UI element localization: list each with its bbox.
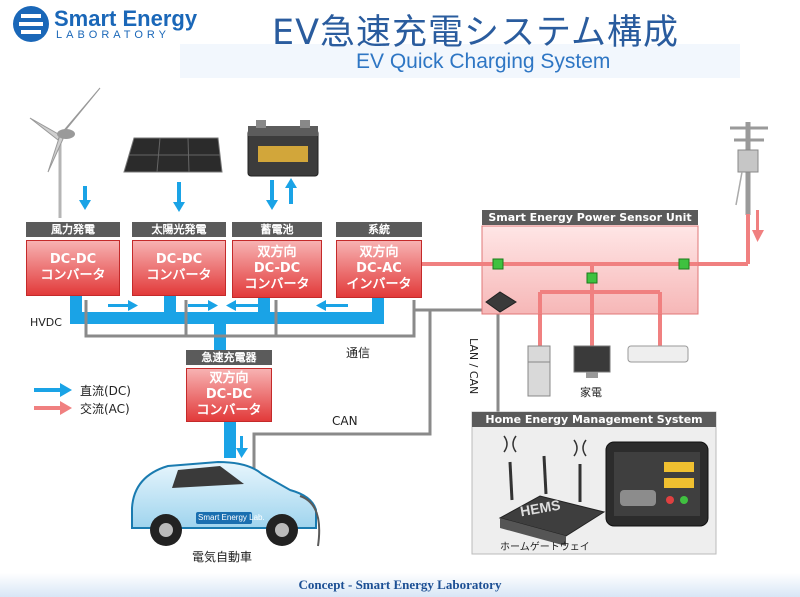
source-wind: 風力発電 DC-DC コンバータ bbox=[26, 222, 120, 296]
appliance-icons bbox=[527, 345, 689, 397]
converter-line3: インバータ bbox=[346, 277, 412, 292]
converter-box: DC-DC コンバータ bbox=[26, 240, 120, 296]
page-title: EV急速充電システム構成 bbox=[272, 13, 680, 53]
converter-box: DC-DC コンバータ bbox=[132, 240, 226, 296]
battery-icon bbox=[247, 120, 319, 177]
appliances-label: 家電 bbox=[580, 386, 602, 399]
charger-line2: DC-DC bbox=[205, 387, 253, 402]
dc-source-arrows bbox=[79, 178, 297, 212]
converter-line1: 双方向 bbox=[257, 245, 297, 260]
source-header: 風力発電 bbox=[26, 222, 120, 237]
charger-line3: コンバータ bbox=[196, 403, 262, 418]
router-icon bbox=[498, 435, 606, 546]
bus-arrows bbox=[108, 300, 348, 458]
sensor-hub-icon bbox=[485, 291, 517, 313]
comm-label: 通信 bbox=[346, 346, 371, 360]
converter-line3: コンバータ bbox=[244, 277, 310, 292]
converter-line2: DC-AC bbox=[356, 261, 402, 276]
source-battery: 蓄電池 双方向 DC-DC コンバータ bbox=[232, 222, 322, 298]
legend-ac-arrow bbox=[34, 401, 72, 415]
source-header: 蓄電池 bbox=[232, 222, 322, 237]
converter-line1: 双方向 bbox=[359, 245, 399, 260]
converter-box: 双方向 DC-AC インバータ bbox=[336, 240, 422, 298]
hvdc-bus bbox=[70, 292, 384, 458]
converter-line1: DC-DC bbox=[49, 252, 97, 267]
hems-title: Home Energy Management System bbox=[472, 412, 716, 427]
converter-line2: コンバータ bbox=[40, 268, 106, 283]
converter-line2: コンバータ bbox=[146, 268, 212, 283]
ev-label: 電気自動車 bbox=[192, 550, 253, 564]
charger-header: 急速充電器 bbox=[186, 350, 272, 365]
page-subtitle: EV Quick Charging System bbox=[356, 50, 611, 73]
utility-pole-icon bbox=[730, 122, 768, 215]
converter-box: 双方向 DC-DC コンバータ bbox=[232, 240, 322, 298]
sensor-nodes bbox=[492, 258, 690, 284]
logo-icon bbox=[13, 6, 49, 42]
comm-lines bbox=[84, 300, 510, 502]
quick-charger: 急速充電器 双方向 DC-DC コンバータ bbox=[186, 350, 272, 422]
charger-line1: 双方向 bbox=[209, 371, 249, 386]
footer: Concept - Smart Energy Laboratory bbox=[0, 573, 800, 597]
ev-badge: Smart Energy Lab. bbox=[198, 513, 265, 522]
legend-dc-label: 直流(DC) bbox=[80, 384, 131, 398]
ac-arrows bbox=[752, 210, 764, 242]
logo-sub: LABORATORY bbox=[56, 29, 170, 41]
electric-car-icon bbox=[131, 460, 321, 547]
charger-converter-box: 双方向 DC-DC コンバータ bbox=[186, 368, 272, 422]
hems-display-icon bbox=[605, 441, 709, 527]
converter-line2: DC-DC bbox=[253, 261, 301, 276]
logo-name: Smart Energy bbox=[54, 6, 198, 31]
converter-line1: DC-DC bbox=[155, 252, 203, 267]
wind-turbine-icon bbox=[29, 87, 101, 218]
source-header: 太陽光発電 bbox=[132, 222, 226, 237]
source-grid: 系統 双方向 DC-AC インバータ bbox=[336, 222, 422, 298]
hvdc-label: HVDC bbox=[30, 316, 62, 329]
legend-dc-arrow bbox=[34, 383, 72, 397]
solar-panel-icon bbox=[123, 137, 223, 173]
source-header: 系統 bbox=[336, 222, 422, 237]
source-solar: 太陽光発電 DC-DC コンバータ bbox=[132, 222, 226, 296]
legend-ac-label: 交流(AC) bbox=[80, 402, 130, 416]
lan-can-label: LAN / CAN bbox=[467, 338, 480, 395]
can-label: CAN bbox=[332, 414, 358, 428]
sensor-unit-title: Smart Energy Power Sensor Unit bbox=[482, 210, 698, 225]
title-band bbox=[180, 44, 740, 78]
gateway-label: ホームゲートウェイ bbox=[500, 542, 590, 553]
